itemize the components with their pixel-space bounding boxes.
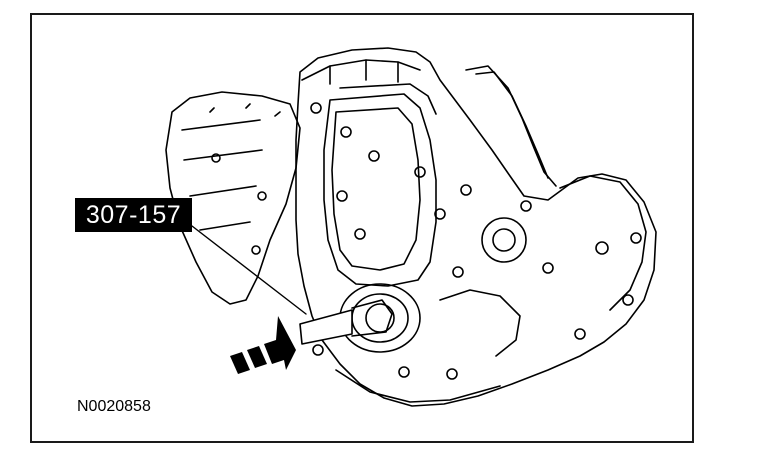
callout-leader xyxy=(191,225,307,315)
figure-id-label: N0020858 xyxy=(77,398,151,415)
cooler-tube xyxy=(465,65,557,187)
tool-number-callout: 307-157 xyxy=(75,198,192,232)
installer-tool xyxy=(299,309,353,345)
output-boss xyxy=(481,217,527,263)
bolt-heads xyxy=(211,102,586,380)
side-cover xyxy=(323,93,437,287)
direction-arrow xyxy=(230,316,296,374)
main-case xyxy=(295,47,657,407)
